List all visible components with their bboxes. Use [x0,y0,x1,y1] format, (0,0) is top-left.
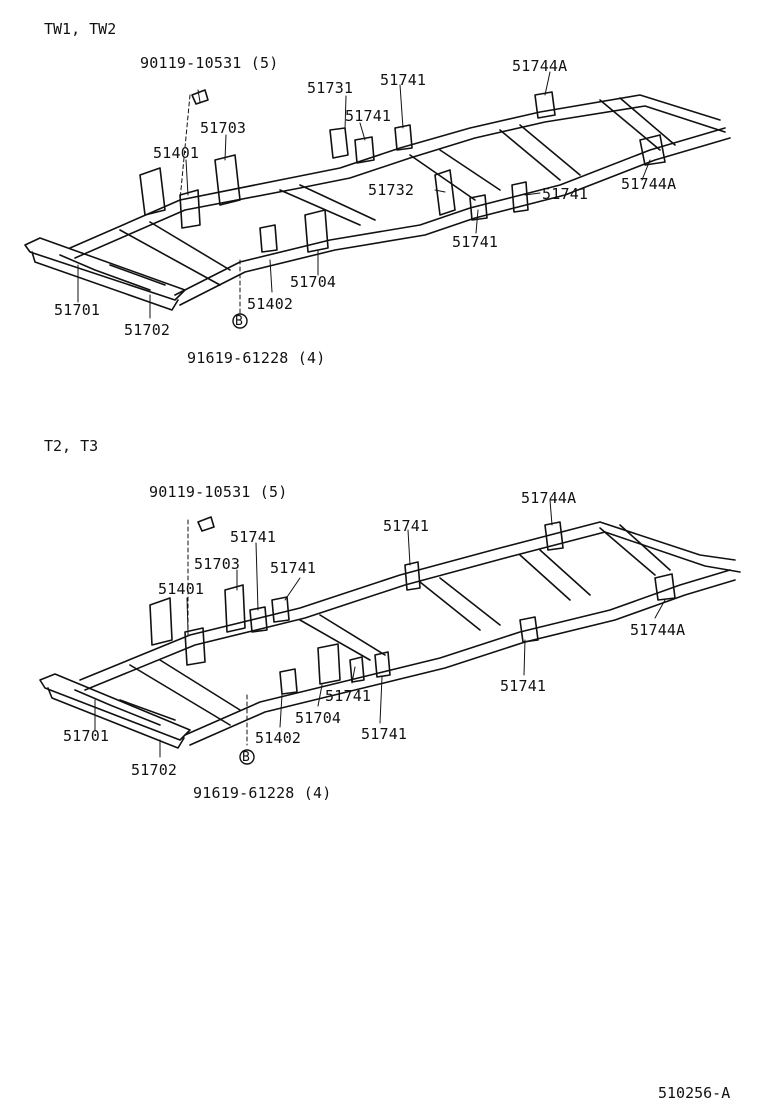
far-side-rail-t [184,569,736,746]
marker-b-label-tw: B [235,314,243,329]
marker-b-circle-tw [232,313,248,329]
part-label-51741-a-tw[interactable]: 51741 [380,71,427,89]
part-label-51741-f-t[interactable]: 51741 [361,725,408,743]
part-label-51402-tw[interactable]: 51402 [247,295,294,313]
front-end-detail-tw [59,254,166,291]
frame-drawing-t [39,499,741,758]
part-label-51701-tw[interactable]: 51701 [54,301,101,319]
part-label-51703-tw[interactable]: 51703 [200,119,247,137]
leaders-t [94,499,666,758]
dashed-leaders-t [187,519,248,746]
part-label-51741-d-tw[interactable]: 51741 [452,233,499,251]
cross-members-t [129,524,671,726]
part-label-51741-c-t[interactable]: 51741 [270,559,317,577]
part-label-51704-t[interactable]: 51704 [295,709,342,727]
section-title-tw: TW1, TW2 [44,20,117,38]
part-label-51741-c-tw[interactable]: 51741 [542,185,589,203]
part-label-51741-d-t[interactable]: 51741 [500,677,547,695]
brackets-t [149,521,676,695]
part-label-51703-t[interactable]: 51703 [194,555,241,573]
part-label-51744a-top-t[interactable]: 51744A [521,489,577,507]
part-label-51704-tw[interactable]: 51704 [290,273,337,291]
part-label-51732-tw[interactable]: 51732 [368,181,415,199]
brackets-tw [139,91,666,253]
frame-drawing-tw [24,71,731,319]
part-label-51401-tw[interactable]: 51401 [153,144,200,162]
part-label-51741-a-t[interactable]: 51741 [230,528,277,546]
part-label-nut-tw[interactable]: 91619-61228 (4) [187,349,326,367]
leaders-tw [77,71,651,319]
section-title-t: T2, T3 [44,437,99,455]
part-label-51741-b-t[interactable]: 51741 [383,517,430,535]
far-side-rail-tw [174,127,731,306]
part-label-nut-t[interactable]: 91619-61228 (4) [193,784,332,802]
part-label-51702-tw[interactable]: 51702 [124,321,171,339]
cross-members-tw [119,97,676,286]
part-label-51744a-right-tw[interactable]: 51744A [621,175,677,193]
near-side-rail-tw [69,94,726,259]
part-label-51701-t[interactable]: 51701 [63,727,110,745]
front-bumper-tw [24,237,186,311]
figure-code: 510256-A [658,1084,731,1102]
part-label-51744a-top-tw[interactable]: 51744A [512,57,568,75]
part-label-51402-t[interactable]: 51402 [255,729,302,747]
front-end-detail-t [74,689,176,726]
part-label-51731-tw[interactable]: 51731 [307,79,354,97]
part-label-51741-b-tw[interactable]: 51741 [345,107,392,125]
part-label-bolt-t[interactable]: 90119-10531 (5) [149,483,288,501]
marker-b-circle-t [239,749,255,765]
part-label-51744a-right-t[interactable]: 51744A [630,621,686,639]
bolt-icon-t [197,516,215,532]
dashed-leaders-tw [179,94,241,316]
near-side-rail-t [79,521,741,691]
part-label-bolt-tw[interactable]: 90119-10531 (5) [140,54,279,72]
bolt-icon-tw [191,89,209,105]
part-label-51401-t[interactable]: 51401 [158,580,205,598]
part-label-51741-e-t[interactable]: 51741 [325,687,372,705]
marker-b-label-t: B [242,750,250,765]
part-label-51702-t[interactable]: 51702 [131,761,178,779]
